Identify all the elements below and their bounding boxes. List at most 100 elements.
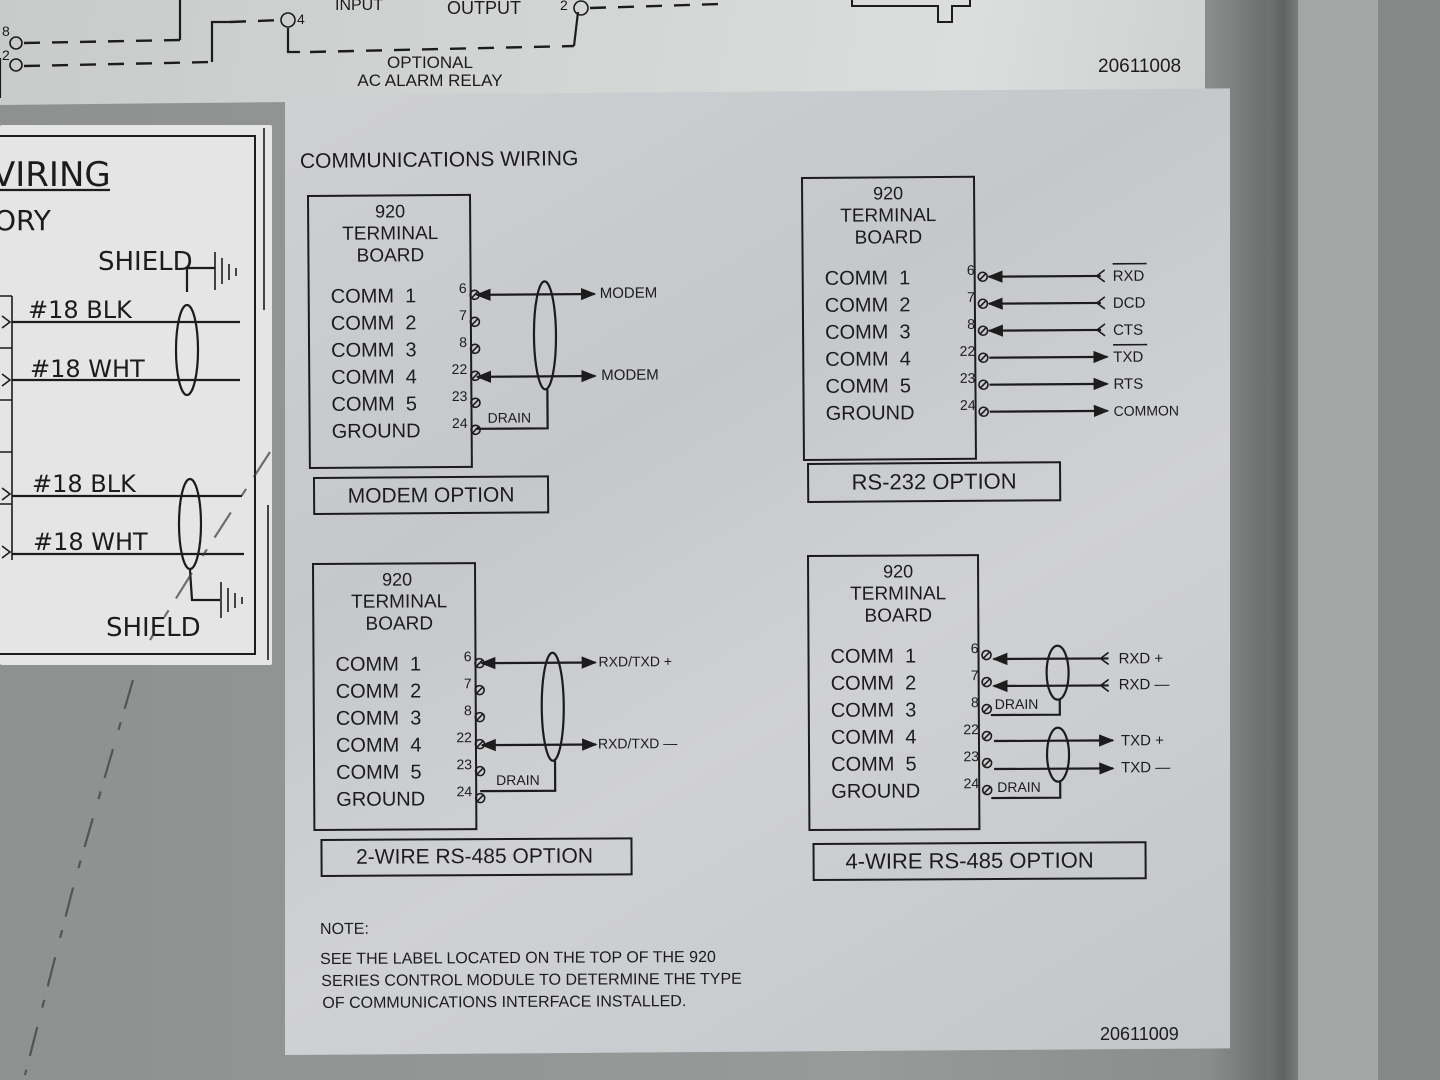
terminal-screw [573, 0, 589, 16]
terminal-screw-slot [983, 759, 991, 767]
signal-wire [987, 324, 1102, 337]
terminal-pin-number: 24 [452, 415, 468, 431]
signal-label: TXD + [1121, 732, 1164, 749]
terminal-screw-icon [978, 406, 989, 418]
board-title-line: TERMINAL [850, 583, 946, 605]
signal-wire [992, 679, 1109, 693]
signal-label: RXD/TXD — [598, 735, 677, 751]
terminal-screw-icon [981, 676, 992, 688]
board-title-line: BOARD [365, 613, 433, 634]
signal-label: RTS [1113, 376, 1143, 393]
signal-label: DCD [1113, 295, 1146, 312]
terminal-name: COMM 2 [331, 312, 417, 335]
signal-wire [989, 404, 1110, 418]
drain-label: DRAIN [487, 409, 531, 425]
terminal-screw-icon [977, 352, 989, 364]
signal-wire [989, 377, 1109, 391]
shielded-wiring-diagram: VIRING ORY SHIELD #18 BLK #18 WHT #18 BL… [0, 128, 271, 1076]
shield-ellipse [177, 477, 203, 571]
terminal-screw-slot [476, 713, 484, 721]
option-caption: 2-WIRE RS-485 OPTION [356, 845, 593, 869]
terminal-pin-number: 8 [464, 702, 472, 718]
terminal-pin-number: 7 [459, 307, 467, 323]
terminal-name: COMM 5 [331, 393, 417, 416]
board-title-line: BOARD [357, 245, 425, 266]
board-title-line: 920 [375, 201, 405, 221]
signal-wire [989, 350, 1109, 364]
signal-wire [987, 297, 1101, 310]
note-heading: NOTE: [320, 921, 369, 938]
relay-caption-line2: AC ALARM RELAY [357, 71, 502, 90]
terminal-name: COMM 2 [825, 294, 911, 317]
scratch-mark [23, 679, 135, 1076]
terminal-pin-number: 23 [960, 370, 976, 386]
terminal-name: GROUND [332, 420, 421, 443]
scratch-mark [149, 451, 271, 641]
ground-symbol-icon [220, 582, 243, 618]
terminal-pin-number: 24 [457, 783, 473, 799]
terminal-name: COMM 1 [331, 285, 417, 308]
terminal-pin-number: 6 [971, 640, 979, 656]
terminal-name: COMM 4 [831, 726, 917, 748]
terminal-screw-slot [979, 273, 987, 281]
terminal-screw [280, 12, 296, 28]
option-caption: 4-WIRE RS-485 OPTION [845, 848, 1093, 874]
board-title-line: 920 [883, 561, 913, 581]
receive-chevron-icon [1095, 296, 1106, 310]
terminal-name: COMM 3 [825, 321, 911, 344]
terminal-screw-icon [474, 765, 486, 777]
board-title-line: BOARD [855, 227, 923, 248]
relay-wire [286, 28, 300, 54]
note-line: SERIES CONTROL MODULE TO DETERMINE THE T… [321, 971, 742, 990]
terminal-screw-icon [474, 684, 485, 696]
terminal-pin-number: 22 [456, 729, 472, 745]
shield-drain-wire [188, 569, 220, 602]
terminal-pin-number: 22 [960, 343, 976, 359]
receive-chevron-icon [1099, 651, 1110, 693]
note-line: SEE THE LABEL LOCATED ON THE TOP OF THE … [320, 949, 716, 968]
relay-dashed-wire [23, 60, 213, 68]
input-label: INPUT [335, 0, 383, 14]
signal-wire [479, 656, 598, 670]
board-title-line: TERMINAL [840, 205, 936, 227]
terminal-screw-icon [981, 784, 993, 796]
terminal-name: COMM 5 [825, 375, 911, 398]
terminal-screw-icon [474, 792, 486, 804]
terminal-2-right-label: 2 [560, 0, 568, 13]
signal-wire [992, 652, 1109, 666]
terminal-board-box [800, 175, 977, 462]
terminal-pin-number: 7 [464, 675, 472, 691]
terminal-screw-icon [470, 397, 481, 409]
terminal-2-label: 2 [2, 47, 10, 63]
terminal-pin-number: 6 [459, 280, 467, 296]
terminal-screw-icon [981, 730, 993, 742]
board-title-line: TERMINAL [351, 591, 447, 613]
terminal-screw-slot [979, 300, 987, 308]
relay-dashed-wire [229, 18, 283, 24]
terminal-pin-number: 22 [963, 721, 979, 737]
terminal-screw-slot [979, 354, 987, 362]
signal-label: TXD — [1121, 759, 1170, 776]
signal-label: RXD [1113, 268, 1145, 285]
signal-label: RXD — [1119, 676, 1170, 693]
terminal-name: GROUND [336, 788, 425, 810]
terminal-pin-number: 23 [963, 748, 979, 764]
shield-drain-wire [185, 266, 215, 292]
board-title-line: 920 [873, 183, 903, 203]
note-block: NOTE: SEE THE LABEL LOCATED ON THE TOP O… [320, 921, 742, 1012]
left-label-border [0, 135, 256, 655]
ground-symbol-icon [214, 252, 237, 290]
drain-label: DRAIN [995, 696, 1039, 712]
subtitle-fragment: ORY [0, 204, 52, 237]
terminal-connector-icon [1, 315, 12, 559]
option-caption-box [812, 841, 1147, 881]
terminal-screw-slot [471, 318, 479, 326]
terminal-screw [9, 58, 23, 72]
output-label: OUTPUT [447, 0, 521, 18]
